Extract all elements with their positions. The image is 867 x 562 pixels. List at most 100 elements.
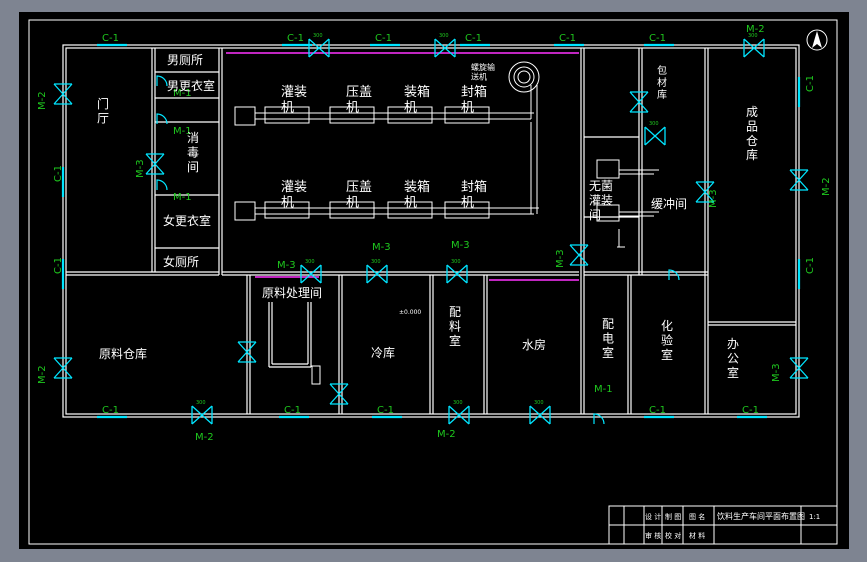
- window-tag: C-1: [559, 33, 576, 44]
- drawing-border: [28, 19, 838, 545]
- north-arrow-icon: [806, 29, 828, 51]
- tb-material-label: 材 料: [689, 531, 705, 540]
- machine-boxes: [264, 106, 490, 219]
- door-tag: M-1: [173, 192, 192, 203]
- tb-draw: 制 图: [665, 512, 681, 521]
- double-door-icon: [569, 244, 589, 266]
- double-door-icon: [53, 357, 73, 379]
- door-width-dim: 300: [451, 259, 461, 265]
- door-tag: M-2: [746, 24, 765, 35]
- room-raw-storage: 原料仓库: [99, 346, 147, 361]
- double-door-icon: [300, 264, 322, 284]
- double-door-icon: [434, 38, 456, 58]
- walls: [62, 44, 800, 418]
- door-width-dim: 300: [305, 259, 315, 265]
- spiral-conveyor-label: 螺旋输送机: [471, 62, 495, 82]
- window-tag: C-1: [287, 33, 304, 44]
- door-tag: M-2: [195, 432, 214, 443]
- double-door-icon: [145, 153, 165, 175]
- door-width-dim: 300: [534, 400, 544, 406]
- door-tag: M-2: [437, 429, 456, 440]
- door-tag: M-3: [708, 189, 719, 208]
- machine-label: 装箱机: [404, 84, 430, 116]
- door-tag: M-1: [173, 88, 192, 99]
- window-tag: C-1: [805, 75, 816, 92]
- door-tag: M-3: [771, 363, 782, 382]
- door-tag: M-2: [821, 177, 832, 196]
- machine-box: [444, 106, 490, 124]
- door-tag: M-2: [37, 91, 48, 110]
- machine-label: 封箱机: [461, 179, 487, 211]
- double-door-icon: [237, 341, 257, 363]
- aseptic-equipment: [311, 159, 659, 385]
- room-mens-changing: 男更衣室: [167, 78, 215, 93]
- room-aseptic: 无菌灌装间: [589, 179, 613, 222]
- single-door-icon: [668, 269, 680, 281]
- dimension-marks: ±0.000: [399, 309, 421, 316]
- machine-box: [387, 201, 433, 219]
- door-tag: M-2: [19, 12, 38, 15]
- room-womens-toilet: 女厕所: [163, 254, 199, 269]
- tb-drawing-title: 饮料生产车间平面布置图: [717, 511, 805, 521]
- door-tag: M-3: [555, 249, 566, 268]
- machine-box: [329, 106, 375, 124]
- machine-label: 封箱机: [461, 84, 487, 116]
- door-width-dim: 300: [313, 33, 323, 39]
- level-mark: ±0.000: [399, 309, 421, 316]
- window-tag: C-1: [375, 33, 392, 44]
- double-door-icon: [629, 91, 649, 113]
- single-door-icon: [156, 179, 168, 191]
- machine-box: [264, 106, 310, 124]
- room-lab: 化验室: [661, 319, 673, 362]
- window-tag: C-1: [102, 405, 119, 416]
- double-door-icon: [695, 181, 715, 203]
- door-width-dim: 300: [649, 121, 659, 127]
- machine-label: 压盖机: [346, 180, 372, 211]
- double-door-icon: [446, 264, 468, 284]
- window-tag: C-1: [53, 257, 64, 274]
- door-width-dim: 300: [748, 33, 758, 39]
- double-door-icon: [308, 38, 330, 58]
- room-labels: 门厅 男厕所 男更衣室 消毒间 女更衣室 女厕所 原料仓库 原料处理间 冷库 配…: [97, 53, 758, 380]
- room-buffer: 缓冲间: [651, 196, 687, 211]
- door-width-dim: 300: [371, 259, 381, 265]
- tb-name-label: 图 名: [689, 512, 705, 521]
- room-water: 水房: [522, 337, 546, 352]
- room-power: 配电室: [602, 317, 614, 360]
- window-tag: C-1: [649, 33, 666, 44]
- machine-label: 灌装机: [281, 85, 307, 116]
- window-tag: C-1: [102, 33, 119, 44]
- room-packing-storage: 包材库: [657, 64, 667, 101]
- room-batching: 配料室: [449, 305, 461, 348]
- door-tag: M-3: [372, 242, 391, 253]
- room-disinfect: 消毒间: [187, 131, 199, 174]
- machine-box: [329, 201, 375, 219]
- doors-layer: 300300M-2300M-2M-2M-2M-2300M-2300M-2300M…: [19, 4, 832, 443]
- tb-check: 审 核: [645, 531, 661, 540]
- window-tag: C-1: [284, 405, 301, 416]
- double-door-icon: [191, 405, 213, 425]
- room-finished-storage: 成品仓库: [746, 105, 758, 162]
- door-tag: M-3: [135, 159, 146, 178]
- double-door-icon: [53, 83, 73, 105]
- window-tag: C-1: [465, 33, 482, 44]
- window-tag: C-1: [53, 165, 64, 182]
- room-entrance: 门厅: [97, 96, 109, 125]
- double-door-icon: [366, 264, 388, 284]
- double-door-icon: [529, 405, 551, 425]
- machine-label: 灌装机: [281, 180, 307, 211]
- double-door-icon: [644, 126, 666, 146]
- title-block-text: 设 计 制 图 图 名 审 核 校 对 材 料 饮料生产车间平面布置图 1:1: [645, 511, 820, 540]
- machine-label: 装箱机: [404, 179, 430, 211]
- tb-scale: 1:1: [809, 513, 820, 521]
- title-block: [608, 505, 838, 545]
- room-office: 办公室: [727, 336, 739, 380]
- double-door-icon: [789, 169, 809, 191]
- room-womens-changing: 女更衣室: [163, 213, 211, 228]
- machine-box: [444, 201, 490, 219]
- machine-box: [264, 201, 310, 219]
- room-cold-storage: 冷库: [371, 345, 395, 360]
